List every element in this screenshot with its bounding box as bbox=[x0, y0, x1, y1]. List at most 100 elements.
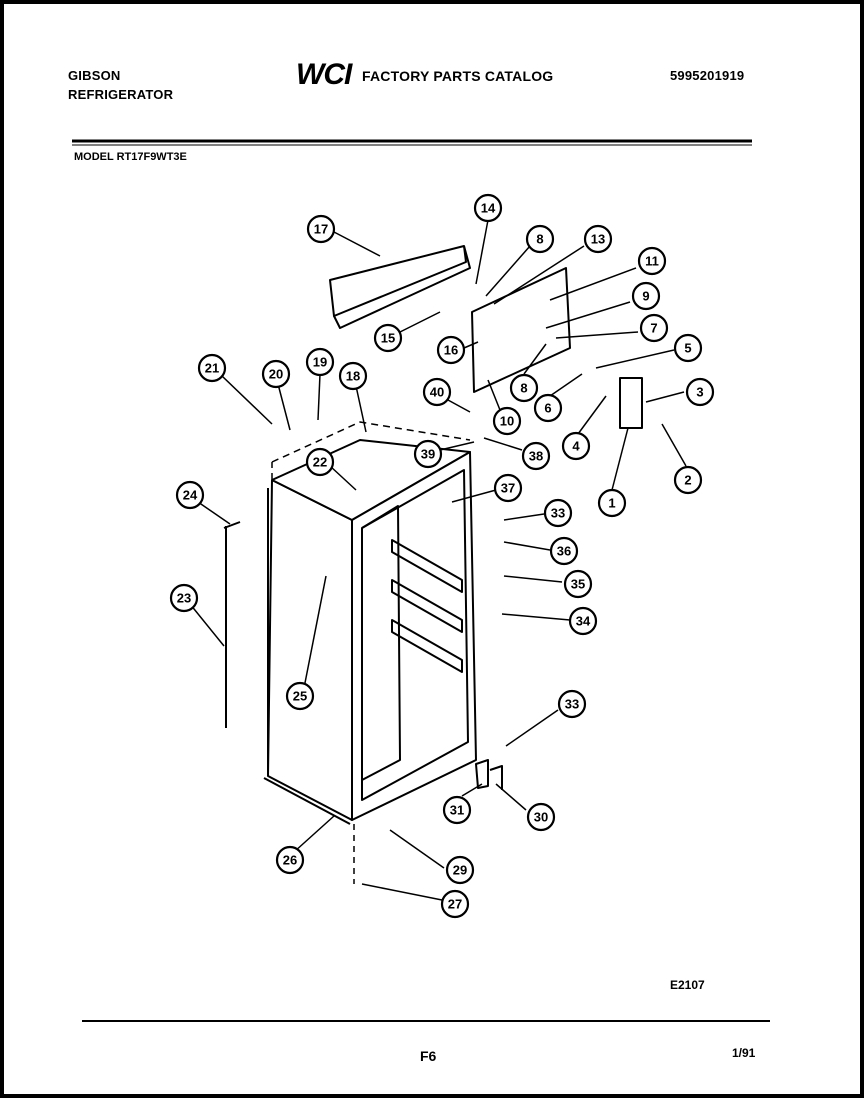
callout-label: 7 bbox=[650, 321, 657, 336]
model-label: MODEL RT17F9WT3E bbox=[74, 151, 187, 163]
callout-label: 20 bbox=[269, 367, 283, 382]
part-callout-29: 29 bbox=[445, 855, 475, 885]
callout-circle bbox=[338, 361, 368, 391]
part-callout-23: 23 bbox=[169, 583, 199, 613]
callout-label: 39 bbox=[421, 447, 435, 462]
callout-circle bbox=[521, 441, 551, 471]
callout-label: 36 bbox=[557, 544, 571, 559]
part-callout-10: 10 bbox=[492, 406, 522, 436]
callout-circle bbox=[440, 889, 470, 919]
part-callout-16: 16 bbox=[436, 335, 466, 365]
part-callout-35: 35 bbox=[563, 569, 593, 599]
callout-label: 31 bbox=[450, 803, 464, 818]
callout-label: 21 bbox=[205, 361, 219, 376]
callout-circle bbox=[509, 373, 539, 403]
part-callout-13: 13 bbox=[583, 224, 613, 254]
callout-label: 16 bbox=[444, 343, 458, 358]
part-callout-17: 17 bbox=[306, 214, 336, 244]
part-callout-1: 1 bbox=[597, 488, 627, 518]
part-callout-19: 19 bbox=[305, 347, 335, 377]
callout-label: 38 bbox=[529, 449, 543, 464]
callout-circle bbox=[525, 224, 555, 254]
product-label: REFRIGERATOR bbox=[68, 87, 174, 102]
callout-circle bbox=[557, 689, 587, 719]
callout-label: 25 bbox=[293, 689, 307, 704]
callout-label: 3 bbox=[696, 385, 703, 400]
callout-circle bbox=[306, 214, 336, 244]
callout-circle bbox=[175, 480, 205, 510]
callout-circle bbox=[169, 583, 199, 613]
callout-label: 35 bbox=[571, 577, 585, 592]
callout-label: 18 bbox=[346, 369, 360, 384]
callout-circle bbox=[526, 802, 556, 832]
callout-circle bbox=[543, 498, 573, 528]
control-panel bbox=[471, 267, 571, 393]
part-callout-22: 22 bbox=[305, 447, 335, 477]
part-callout-6: 6 bbox=[533, 393, 563, 423]
part-callout-21: 21 bbox=[197, 353, 227, 383]
callout-circle bbox=[445, 855, 475, 885]
callout-label: 2 bbox=[684, 473, 691, 488]
part-callout-26: 26 bbox=[275, 845, 305, 875]
callout-circle bbox=[413, 439, 443, 469]
callout-label: 14 bbox=[481, 201, 496, 216]
callout-circle bbox=[197, 353, 227, 383]
callout-label: 9 bbox=[642, 289, 649, 304]
callout-label: 23 bbox=[177, 591, 191, 606]
callout-circle bbox=[473, 193, 503, 223]
callout-circle bbox=[305, 347, 335, 377]
callout-circle bbox=[639, 313, 669, 343]
callout-circle bbox=[549, 536, 579, 566]
callout-circle bbox=[673, 465, 703, 495]
callout-circle bbox=[637, 246, 667, 276]
callout-label: 10 bbox=[500, 414, 514, 429]
part-callout-33: 33 bbox=[557, 689, 587, 719]
callout-circle bbox=[373, 323, 403, 353]
part-callout-25: 25 bbox=[285, 681, 315, 711]
part-callout-9: 9 bbox=[631, 281, 661, 311]
callout-circle bbox=[285, 681, 315, 711]
part-callout-36: 36 bbox=[549, 536, 579, 566]
callout-label: 19 bbox=[313, 355, 327, 370]
callout-circle bbox=[597, 488, 627, 518]
part-callout-18: 18 bbox=[338, 361, 368, 391]
callout-circle bbox=[568, 606, 598, 636]
callout-label: 1 bbox=[608, 496, 615, 511]
catalog-title: FACTORY PARTS CATALOG bbox=[362, 68, 554, 84]
part-callout-34: 34 bbox=[568, 606, 598, 636]
cabinet-shell bbox=[267, 479, 353, 821]
callout-label: 17 bbox=[314, 222, 328, 237]
part-callout-8: 8 bbox=[509, 373, 539, 403]
page-date: 1/91 bbox=[732, 1046, 756, 1060]
callout-circle bbox=[305, 447, 335, 477]
part-callout-24: 24 bbox=[175, 480, 205, 510]
callout-label: 27 bbox=[448, 897, 462, 912]
callout-label: 33 bbox=[551, 506, 565, 521]
part-callout-33: 33 bbox=[543, 498, 573, 528]
page-number: F6 bbox=[420, 1048, 437, 1064]
callout-label: 13 bbox=[591, 232, 605, 247]
catalog-number: 5995201919 bbox=[670, 68, 745, 83]
part-callout-4: 4 bbox=[561, 431, 591, 461]
callout-label: 15 bbox=[381, 331, 395, 346]
callout-circle bbox=[561, 431, 591, 461]
callout-circle bbox=[685, 377, 715, 407]
part-callout-27: 27 bbox=[440, 889, 470, 919]
part-callout-2: 2 bbox=[673, 465, 703, 495]
callout-circle bbox=[493, 473, 523, 503]
callout-circle bbox=[492, 406, 522, 436]
callout-label: 34 bbox=[576, 614, 591, 629]
part-callout-40: 40 bbox=[422, 377, 452, 407]
callout-label: 8 bbox=[520, 381, 527, 396]
callout-circle bbox=[583, 224, 613, 254]
part-callout-30: 30 bbox=[526, 802, 556, 832]
callout-label: 22 bbox=[313, 455, 327, 470]
callout-circle bbox=[673, 333, 703, 363]
drawing-code: E2107 bbox=[670, 978, 705, 992]
callout-label: 40 bbox=[430, 385, 444, 400]
callout-circle bbox=[436, 335, 466, 365]
callout-label: 24 bbox=[183, 488, 198, 503]
callout-label: 6 bbox=[544, 401, 551, 416]
